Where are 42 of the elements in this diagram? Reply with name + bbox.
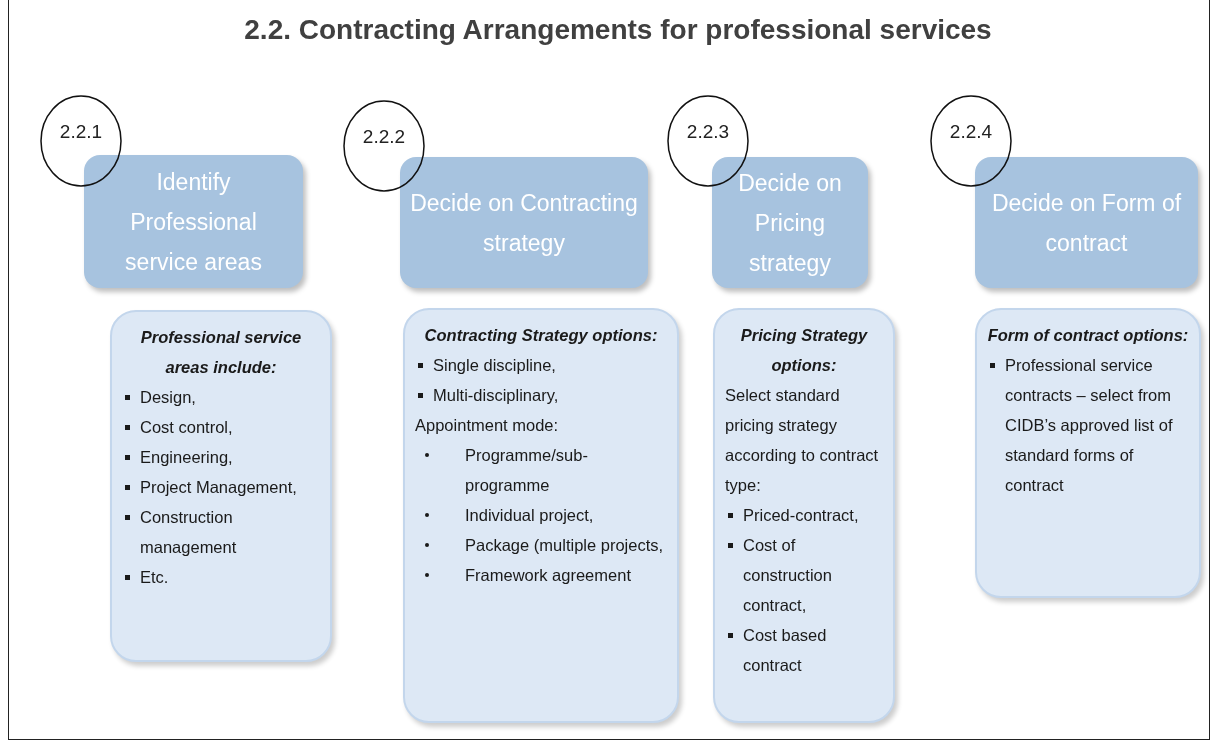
- box-heading: Form of contract options:: [987, 325, 1189, 346]
- list-item: Construction management: [122, 502, 320, 562]
- number-circle: [343, 100, 425, 192]
- step-title: Decide on Pricing strategy: [737, 168, 843, 278]
- list-item: Cost control,: [122, 412, 320, 442]
- options-box: [975, 308, 1201, 598]
- step-box: [712, 157, 868, 288]
- list-item: Individual project,: [415, 500, 667, 530]
- box-heading: Pricing Strategy options:: [739, 325, 869, 376]
- body-text: Appointment mode:: [415, 415, 560, 436]
- list-item: Etc.: [122, 562, 320, 592]
- title: 2.2. Contracting Arrangements for professional services: [243, 14, 993, 46]
- step-title: Decide on Contracting strategy: [409, 188, 639, 258]
- list-item: Project Management,: [122, 472, 320, 502]
- list-item: Design,: [122, 382, 320, 412]
- list-item: Engineering,: [122, 442, 320, 472]
- number-circle: [930, 95, 1012, 187]
- options-box: [403, 308, 679, 723]
- step-title: Decide on Form of contract: [990, 188, 1183, 258]
- list-item: Priced-contract,: [725, 500, 883, 530]
- step-number: 2.2.2: [361, 126, 407, 148]
- list-item: Professional service contracts – select from CIDB’s approved list of standard forms of contract: [987, 350, 1189, 500]
- options-box: [110, 310, 332, 662]
- list-item: Framework agreement: [415, 560, 667, 590]
- step-title: Identify Professional service areas: [124, 167, 263, 277]
- step-box: [975, 157, 1198, 288]
- step-number: 2.2.1: [58, 121, 104, 143]
- number-circle: [40, 95, 122, 187]
- list-item: Programme/sub-programme: [415, 440, 667, 500]
- step-number: 2.2.3: [685, 121, 731, 143]
- step-box: [400, 157, 648, 288]
- step-number: 2.2.4: [948, 121, 994, 143]
- body-text: Select standard pricing strategy according to contract type:: [725, 385, 880, 496]
- list-item: Single discipline,: [415, 350, 667, 380]
- list-item: Multi-disciplinary,: [415, 380, 667, 410]
- box-heading: Contracting Strategy options:: [423, 325, 659, 346]
- list-item: Cost of construction contract,: [725, 530, 883, 620]
- list-item: Cost based contract: [725, 620, 883, 680]
- box-heading: Professional service areas include:: [139, 327, 303, 378]
- list-item: Package (multiple projects,: [415, 530, 667, 560]
- step-box: [84, 155, 303, 288]
- options-box: [713, 308, 895, 723]
